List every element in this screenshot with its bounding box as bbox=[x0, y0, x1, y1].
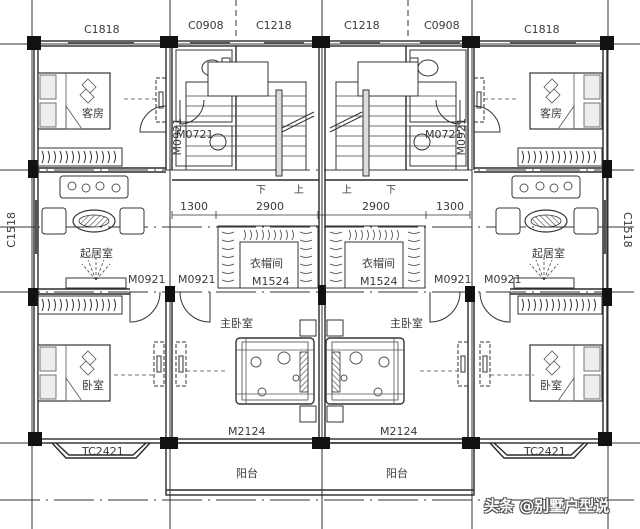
dimension-2900-left: 2900 bbox=[256, 200, 284, 213]
window-bars bbox=[35, 42, 606, 254]
room-label-living-right: 起居室 bbox=[532, 247, 565, 260]
stair-label-right-up: 上 bbox=[342, 185, 352, 196]
window-label-c1518-right: C1518 bbox=[621, 212, 634, 248]
door-label-m1524-left: M1524 bbox=[252, 275, 290, 288]
door-label-m0921-left-living: M0921 bbox=[128, 273, 166, 286]
window-label-c1218-right: C1218 bbox=[344, 19, 380, 32]
window-label-c1218-left: C1218 bbox=[256, 19, 292, 32]
room-label-living-left: 起居室 bbox=[80, 247, 113, 260]
room-label-closet-left: 衣帽间 bbox=[250, 257, 283, 270]
window-label-c1818-left: C1818 bbox=[84, 23, 120, 36]
door-label-m0921-left-master: M0921 bbox=[178, 273, 216, 286]
room-label-master-left: 主卧室 bbox=[220, 317, 253, 330]
room-label-bedroom-left: 卧室 bbox=[82, 379, 104, 392]
door-label-m1524-right: M1524 bbox=[360, 275, 398, 288]
window-label-tc2421-right: TC2421 bbox=[524, 445, 566, 458]
dimension-1300-left: 1300 bbox=[180, 200, 208, 213]
stair-label-left-up: 上 bbox=[294, 185, 304, 196]
window-label-c1518-left: C1518 bbox=[5, 212, 18, 248]
door-label-m2124-left: M2124 bbox=[228, 425, 266, 438]
structural-columns bbox=[27, 36, 614, 449]
door-label-m0921-right-living: M0921 bbox=[484, 273, 522, 286]
room-label-guest-right: 客房 bbox=[540, 107, 562, 120]
door-label-m0921-left-guest: M0921 bbox=[171, 118, 184, 156]
room-label-master-right: 主卧室 bbox=[390, 317, 423, 330]
walls bbox=[33, 40, 608, 496]
room-label-guest-left: 客房 bbox=[82, 107, 104, 120]
door-label-m0721-right: M0721 bbox=[425, 128, 463, 141]
room-label-balcony-left: 阳台 bbox=[236, 467, 258, 480]
door-label-m0921-right-guest: M0921 bbox=[455, 118, 468, 156]
window-label-tc2421-left: TC2421 bbox=[82, 445, 124, 458]
window-label-c0908-left: C0908 bbox=[188, 19, 224, 32]
dimension-1300-right: 1300 bbox=[436, 200, 464, 213]
stair-label-left-down: 下 bbox=[256, 185, 266, 196]
dimension-2900-right: 2900 bbox=[362, 200, 390, 213]
stair-label-right-down: 下 bbox=[386, 185, 396, 196]
door-label-m0721-left: M0721 bbox=[176, 128, 214, 141]
window-label-c0908-right: C0908 bbox=[424, 19, 460, 32]
room-label-balcony-right: 阳台 bbox=[386, 467, 408, 480]
window-label-c1818-right: C1818 bbox=[524, 23, 560, 36]
watermark: 头条 @别墅户型说 bbox=[484, 497, 610, 515]
door-label-m2124-right: M2124 bbox=[380, 425, 418, 438]
room-label-closet-right: 衣帽间 bbox=[362, 257, 395, 270]
guest-bed-left bbox=[37, 72, 111, 130]
room-label-bedroom-right: 卧室 bbox=[540, 379, 562, 392]
door-label-m0921-right-master: M0921 bbox=[434, 273, 472, 286]
